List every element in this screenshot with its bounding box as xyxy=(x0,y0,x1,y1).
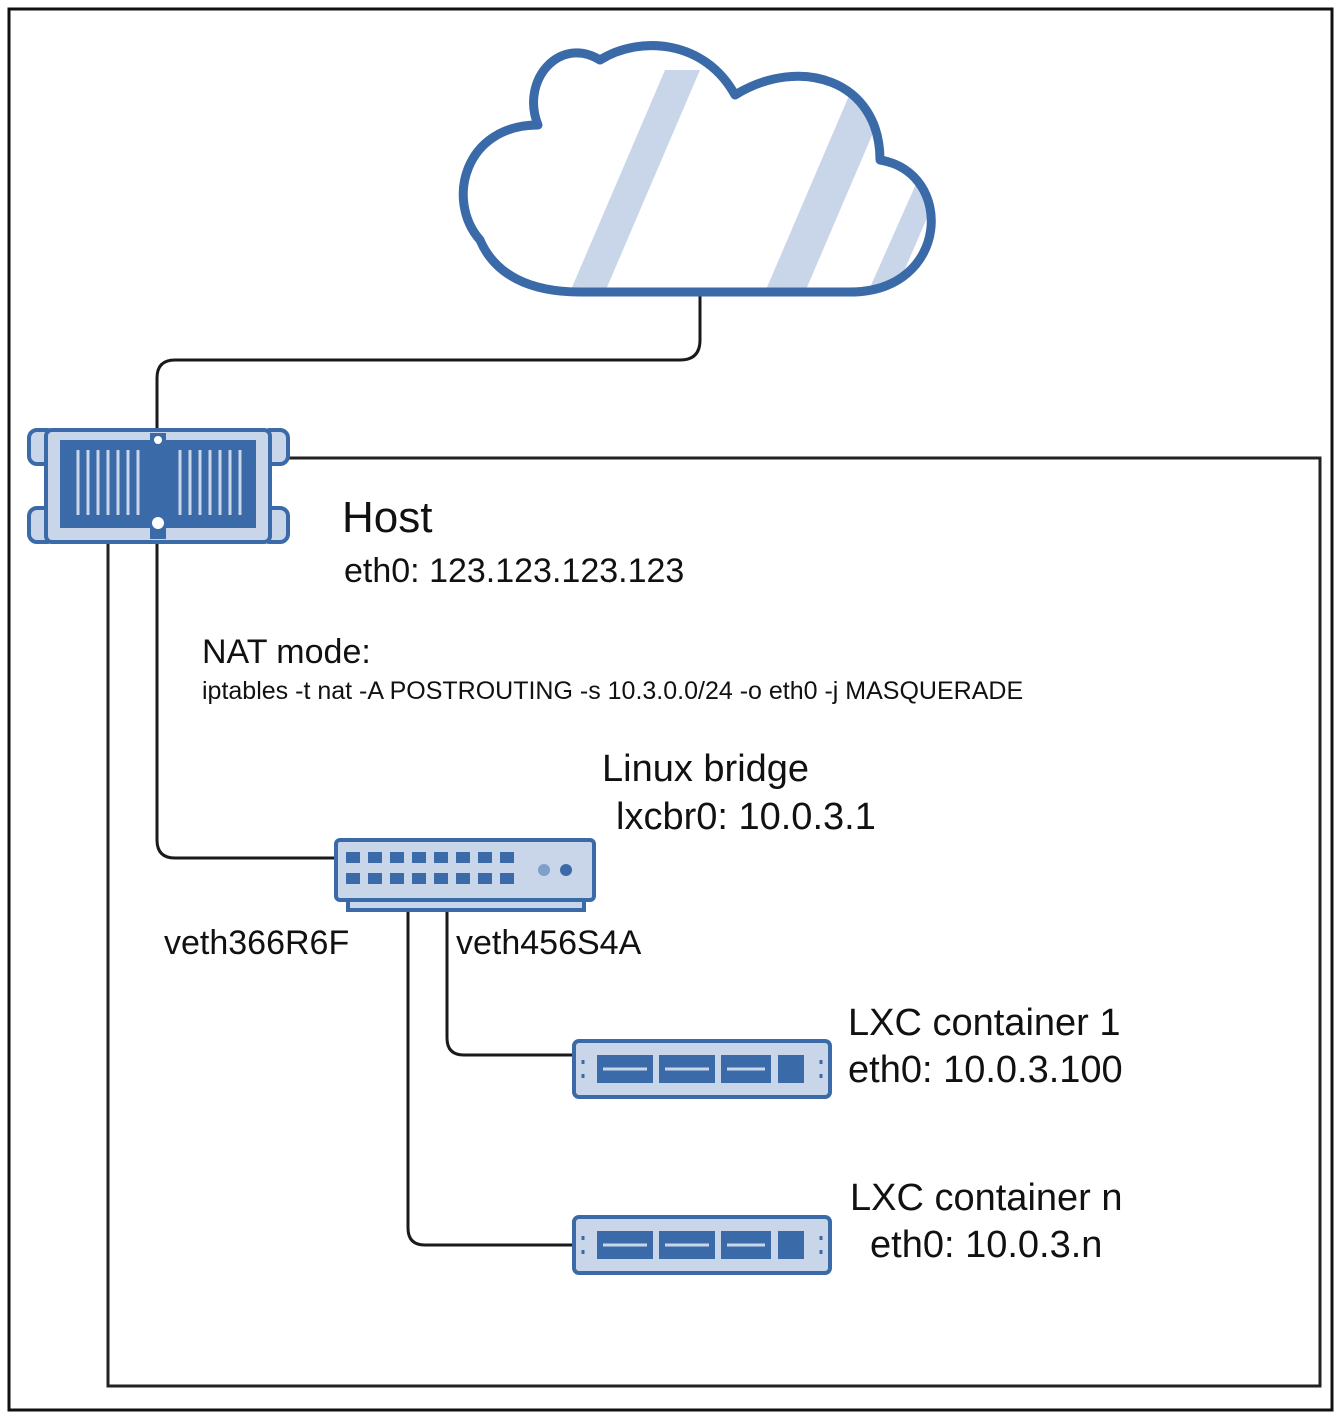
wire-bridge-to-container1 xyxy=(445,912,574,1057)
container-server-icon xyxy=(572,1039,832,1099)
network-switch-icon xyxy=(334,838,596,912)
nat-label: NAT mode: xyxy=(202,633,371,671)
veth-left-label: veth366R6F xyxy=(164,924,349,962)
veth-right-label: veth456S4A xyxy=(456,924,642,962)
outer-frame xyxy=(7,7,1334,1412)
container-server-icon xyxy=(572,1215,832,1275)
container1-title: LXC container 1 xyxy=(848,1002,1121,1044)
host-ip: eth0: 123.123.123.123 xyxy=(344,552,684,590)
containerN-title: LXC container n xyxy=(850,1177,1123,1219)
container1-ip: eth0: 10.0.3.100 xyxy=(848,1049,1123,1091)
server-rack-icon xyxy=(27,428,290,544)
wire-cloud-to-host xyxy=(155,292,702,430)
cloud-icon xyxy=(458,41,936,297)
host-title: Host xyxy=(342,493,432,542)
wire-host-to-bridge xyxy=(155,543,338,860)
containerN-ip: eth0: 10.0.3.n xyxy=(870,1224,1102,1266)
wire-bridge-to-containerN xyxy=(406,912,574,1247)
bridge-ip: lxcbr0: 10.0.3.1 xyxy=(616,796,876,838)
host-boundary xyxy=(106,456,1322,1388)
bridge-title: Linux bridge xyxy=(602,748,809,790)
nat-command: iptables -t nat -A POSTROUTING -s 10.3.0… xyxy=(202,677,1023,705)
